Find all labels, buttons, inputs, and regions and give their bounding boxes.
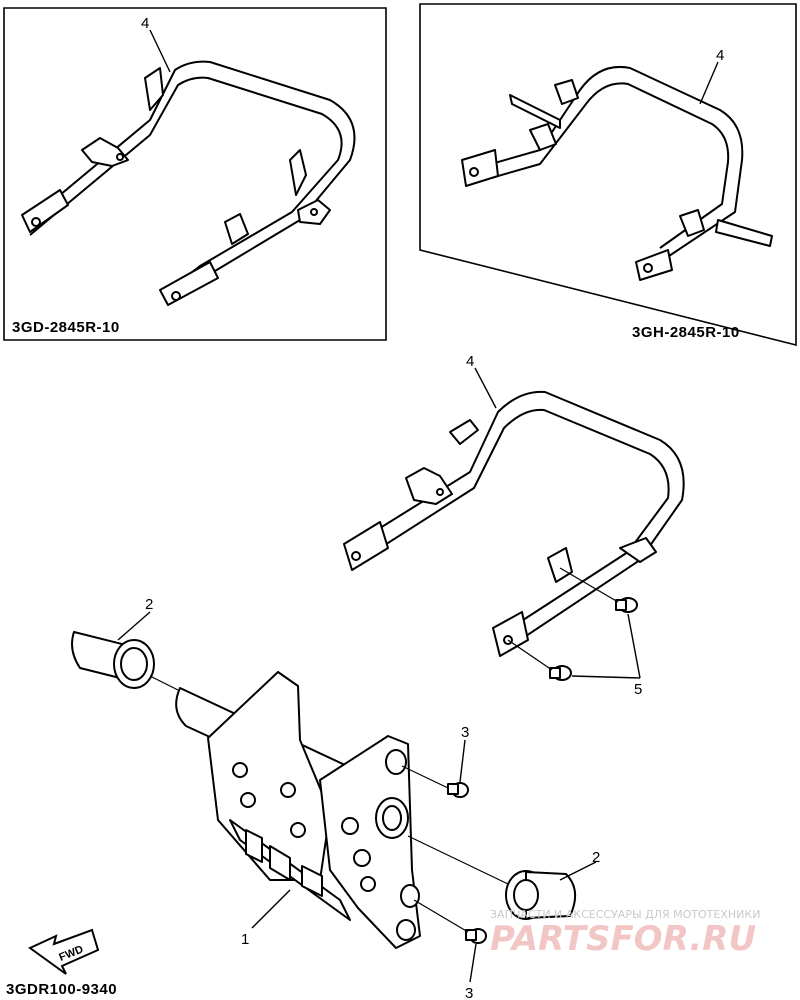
guard-callout: 4 — [466, 353, 474, 370]
inset-3gh-callout: 4 — [716, 47, 724, 64]
cap-right-callout: 2 — [592, 849, 600, 866]
inset-3gd-code: 3GD-2845R-10 — [12, 319, 120, 336]
bolt-lower-callout: 3 — [465, 985, 473, 1000]
inset-3gd: 4 3GD-2845R-10 — [3, 7, 387, 341]
bolt-5-lower — [549, 665, 572, 681]
inset-3gh: 4 3GH-2845R-10 — [419, 3, 797, 347]
bolts-5-callout: 5 — [634, 681, 642, 698]
bolt-5-upper — [615, 597, 638, 613]
inset-3gd-guard — [21, 60, 356, 306]
cap-left-callout: 2 — [145, 596, 153, 613]
bolt-upper-callout: 3 — [461, 724, 469, 741]
inset-3gh-guard — [461, 66, 773, 281]
fwd-arrow: FWD — [28, 928, 100, 975]
bolt-3-lower — [465, 928, 487, 944]
inset-3gd-callout: 4 — [141, 15, 149, 32]
bolt-3-upper — [447, 782, 469, 798]
skid-bracket — [175, 671, 421, 949]
watermark-tagline: ЗАПЧАСТИ И АКСЕССУАРЫ ДЛЯ МОТОТЕХНИКИ — [490, 908, 760, 921]
cap-right — [505, 870, 577, 920]
diagram-code: 3GDR100-9340 — [6, 981, 117, 998]
guard-assembly — [343, 390, 685, 657]
watermark-brand: PARTSFOR.RU — [490, 919, 756, 959]
inset-3gh-code: 3GH-2845R-10 — [632, 324, 740, 341]
cap-left — [71, 631, 155, 689]
bracket-callout: 1 — [241, 931, 249, 948]
